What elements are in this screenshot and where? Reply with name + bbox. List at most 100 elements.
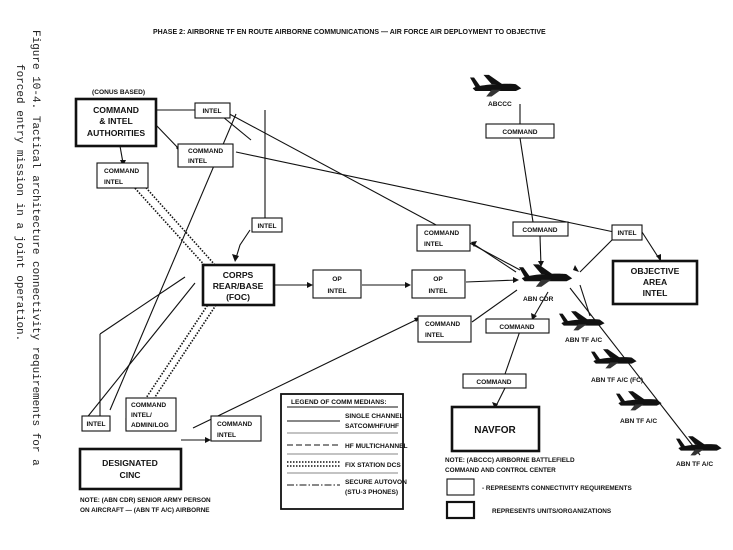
note-right-line-1: NOTE: (ABCCC) AIRBORNE BATTLEFIELD [445,457,575,464]
nca-line-3: AUTHORITIES [87,128,146,138]
note-left-line-2: ON AIRCRAFT — (ABN TF A/C) AIRBORNE [80,507,210,514]
legend-item-single-channel: SINGLE CHANNEL SATCOM/HF/UHF [287,413,404,434]
svg-text:OP: OP [433,276,443,283]
svg-text:INTEL: INTEL [217,432,236,439]
link-command-intel-cinc: COMMAND INTEL [210,415,262,442]
legend-item-hf-multichannel: HF MULTICHANNEL [287,443,408,455]
tf-aircraft-3: ABN TF A/C [616,391,662,425]
svg-text:INTEL: INTEL [327,288,346,295]
link-op-intel-right: OP INTEL [411,269,466,299]
svg-text:INTEL: INTEL [202,108,221,115]
svg-text:COMMAND: COMMAND [499,324,534,331]
svg-text:INTEL/: INTEL/ [131,412,152,419]
abccc-aircraft: ABCCC [470,74,522,108]
connectivity-boxes: INTEL COMMAND INTEL COMMAND INTEL INTEL … [81,102,643,442]
svg-text:REPRESENTS UNITS/ORGANIZATIONS: REPRESENTS UNITS/ORGANIZATIONS [492,508,612,515]
tf3-plane-icon [616,391,662,411]
link-command-intel-mid: COMMAND INTEL [177,143,234,168]
svg-text:COMMAND: COMMAND [104,168,139,175]
objective-line-2: AREA [643,277,667,287]
link-intel-nca: INTEL [194,102,231,119]
svg-text:COMMAND: COMMAND [217,421,252,428]
svg-text:INTEL: INTEL [428,288,447,295]
link-command-abn: COMMAND [512,221,569,237]
cinc-line-2: CINC [119,470,140,480]
note-right-line-2: COMMAND AND CONTROL CENTER [445,467,556,474]
svg-text:OP: OP [332,276,342,283]
caption-line-1: Figure 10-4. Tactical architecture conne… [29,30,41,466]
svg-text:SINGLE CHANNEL: SINGLE CHANNEL [345,413,404,420]
abn-cdr-plane-icon [519,264,573,287]
tf-aircraft-fc: ABN TF A/C (FC) [591,349,643,384]
link-command-intel-right-lower: COMMAND INTEL [417,315,472,343]
link-command-center: COMMAND [485,318,550,334]
tf1-label: ABN TF A/C [565,337,602,344]
units: (CONUS BASED) COMMAND & INTEL AUTHORITIE… [74,89,699,491]
legend-title: LEGEND OF COMM MEDIANS: [291,399,387,406]
objective-line-3: INTEL [643,288,668,298]
tf-fc-label: ABN TF A/C (FC) [591,377,643,384]
note-left-line-1: NOTE: (ABN CDR) SENIOR ARMY PERSON [80,497,211,504]
svg-text:COMMAND: COMMAND [502,129,537,136]
svg-text:SECURE AUTOVON: SECURE AUTOVON [345,479,407,486]
svg-text:INTEL: INTEL [425,332,444,339]
link-command-navfor: COMMAND [462,373,527,389]
svg-text:INTEL: INTEL [86,421,105,428]
svg-text:INTEL: INTEL [424,241,443,248]
svg-text:COMMAND: COMMAND [522,227,557,234]
svg-text:INTEL: INTEL [617,230,636,237]
diagram-title: PHASE 2: AIRBORNE TF EN ROUTE AIRBORNE C… [153,29,546,36]
cinc-line-1: DESIGNATED [102,458,158,468]
svg-text:(STU-3 PHONES): (STU-3 PHONES) [345,489,398,496]
svg-text:COMMAND: COMMAND [424,230,459,237]
link-command-intel-admin: COMMAND INTEL/ ADMIN/LOG [125,397,177,432]
objective-area-intel-box: OBJECTIVE AREA INTEL [611,259,699,306]
link-command-intel-right-upper: COMMAND INTEL [416,224,471,252]
abccc-label: ABCCC [488,101,512,108]
corps-line-1: CORPS [223,270,254,280]
svg-text:- REPRESENTS CONNECTIVITY REQU: - REPRESENTS CONNECTIVITY REQUIREMENTS [482,485,632,492]
svg-text:COMMAND: COMMAND [476,379,511,386]
abn-cdr-label: ABN CDR [523,296,554,303]
svg-text:ADMIN/LOG: ADMIN/LOG [131,422,169,429]
connectivity-lines [84,104,701,456]
link-command-intel-left: COMMAND INTEL [96,162,149,189]
link-command-abccc: COMMAND [485,123,555,139]
corps-rear-base-box: CORPS REAR/BASE (FOC) [201,263,276,307]
corps-line-2: REAR/BASE [213,281,264,291]
abn-cdr-aircraft: ABN CDR [519,264,573,303]
notes: NOTE: (ABN CDR) SENIOR ARMY PERSON ON AI… [80,457,632,520]
tf1-plane-icon [559,311,605,331]
svg-text:INTEL: INTEL [188,158,207,165]
conus-label: (CONUS BASED) [92,89,145,96]
svg-text:SATCOM/HF/UHF: SATCOM/HF/UHF [345,423,399,430]
key-connectivity: - REPRESENTS CONNECTIVITY REQUIREMENTS [446,478,632,496]
tf-aircraft-1: ABN TF A/C [559,311,605,344]
svg-text:COMMAND: COMMAND [425,321,460,328]
link-intel-objective: INTEL [611,224,643,241]
link-intel-cinc: INTEL [81,415,111,432]
tf4-label: ABN TF A/C [676,461,713,468]
legend: LEGEND OF COMM MEDIANS: SINGLE CHANNEL S… [280,393,408,510]
link-op-intel-left: OP INTEL [312,269,362,299]
key-units: REPRESENTS UNITS/ORGANIZATIONS [445,500,612,520]
navfor-label: NAVFOR [474,425,516,436]
legend-item-secure-autovon: SECURE AUTOVON (STU-3 PHONES) [287,479,407,496]
caption-line-2: forced entry mission in a joint operatio… [13,64,25,341]
aircraft: ABCCC ABN CDR ABN TF A/C ABN TF A/C (FC)… [470,74,722,468]
link-intel-corps: INTEL [251,217,283,233]
nca-line-1: COMMAND [93,105,139,115]
designated-cinc-box: DESIGNATED CINC [78,447,183,491]
svg-text:COMMAND: COMMAND [188,148,223,155]
legend-item-fix-station-dcs: FIX STATION DCS [287,461,401,474]
svg-text:FIX STATION DCS: FIX STATION DCS [345,462,401,469]
svg-text:INTEL: INTEL [104,179,123,186]
nca-line-2: & INTEL [99,116,132,126]
svg-text:HF MULTICHANNEL: HF MULTICHANNEL [345,443,408,450]
corps-line-3: (FOC) [226,292,250,302]
abccc-plane-icon [470,74,522,97]
tf4-plane-icon [676,436,722,456]
command-intel-authorities-box: COMMAND & INTEL AUTHORITIES [74,97,158,148]
navfor-box: NAVFOR [450,405,541,453]
